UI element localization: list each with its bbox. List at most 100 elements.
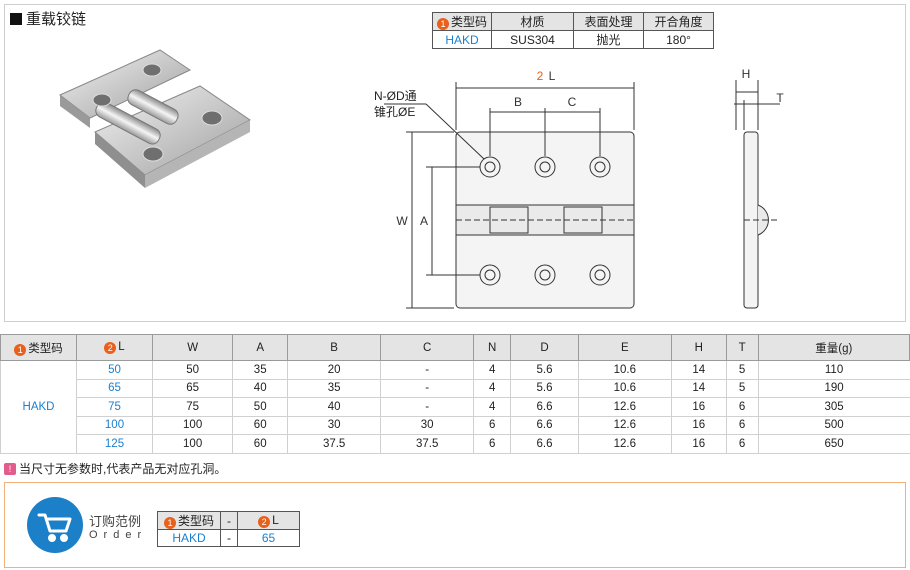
dim-cell: 4 — [473, 379, 511, 398]
svg-text:锥孔ØE: 锥孔ØE — [374, 105, 415, 119]
spec-type-value: HAKD — [431, 30, 493, 49]
hinge-product-image — [59, 49, 251, 188]
dim-cell: 60 — [232, 434, 288, 454]
dim-cell: 6 — [725, 434, 759, 454]
dim-cell: - — [380, 397, 474, 417]
order-sep-value: - — [220, 529, 239, 547]
spec-header-material: 材质 — [491, 12, 575, 31]
dim-header-H: H — [670, 334, 727, 361]
dim-header-C: C — [380, 334, 475, 361]
dim-header-N: N — [473, 334, 512, 361]
dim-cell: 75 — [76, 397, 153, 417]
svg-text:2: 2 — [537, 69, 544, 83]
dim-cell: 16 — [670, 434, 727, 454]
order-L-value: 65 — [237, 529, 301, 547]
dim-header-weight: 重量(g) — [757, 334, 910, 361]
technical-drawing: 2 L B C W A H T N-ØD通 锥孔ØE — [374, 67, 784, 309]
dim-cell: 50 — [76, 360, 153, 380]
dim-cell: 5.6 — [510, 379, 579, 398]
dim-cell: 100 — [151, 434, 233, 454]
dim-cell: 6.6 — [510, 397, 579, 417]
dim-cell: 650 — [757, 434, 910, 454]
dim-cell: 5 — [725, 360, 759, 380]
dim-cell: 12.6 — [577, 397, 672, 417]
dim-header-E: E — [577, 334, 672, 361]
dim-header-B: B — [287, 334, 382, 361]
dim-cell: 35 — [287, 379, 381, 398]
svg-text:L: L — [549, 69, 556, 83]
product-frame — [4, 4, 906, 322]
dim-cell: 65 — [151, 379, 233, 398]
dim-header-T: T — [725, 334, 759, 361]
svg-text:A: A — [420, 214, 428, 228]
spec-angle-value: 180° — [643, 30, 715, 49]
spec-surface-value: 抛光 — [573, 30, 645, 49]
dim-cell: 37.5 — [380, 434, 474, 454]
dim-cell: 50 — [232, 397, 288, 417]
dim-cell: 75 — [151, 397, 233, 417]
dim-cell: - — [380, 360, 474, 380]
dim-cell: 14 — [670, 379, 727, 398]
dim-cell: 4 — [473, 397, 511, 417]
note: ! 当尺寸无参数时,代表产品无对应孔洞。 — [4, 460, 226, 477]
order-header-sep: - — [220, 511, 239, 530]
dim-cell: 40 — [287, 397, 381, 417]
dim-cell: 6 — [473, 434, 511, 454]
spec-header-surface: 表面处理 — [573, 12, 645, 31]
dim-cell: 305 — [757, 397, 910, 417]
dim-type-code: HAKD — [0, 360, 77, 454]
svg-text:C: C — [568, 95, 577, 109]
svg-text:W: W — [396, 214, 408, 228]
dim-cell: 10.6 — [577, 360, 672, 380]
dim-cell: 6 — [725, 397, 759, 417]
dim-cell: 20 — [287, 360, 381, 380]
dim-cell: 5 — [725, 379, 759, 398]
dim-cell: 37.5 — [287, 434, 381, 454]
dim-cell: 500 — [757, 416, 910, 435]
dim-cell: 6.6 — [510, 434, 579, 454]
dim-cell: 6 — [473, 416, 511, 435]
dim-cell: 60 — [232, 416, 288, 435]
dim-cell: 10.6 — [577, 379, 672, 398]
note-icon: ! — [4, 462, 16, 475]
spec-material-value: SUS304 — [491, 30, 575, 49]
svg-text:T: T — [776, 91, 784, 105]
dim-cell: 12.6 — [577, 434, 672, 454]
page-title: 重载铰链 — [10, 8, 86, 29]
dim-cell: 30 — [380, 416, 474, 435]
dim-header-W: W — [151, 334, 234, 361]
title-square-icon — [10, 12, 22, 25]
spec-header-angle: 开合角度 — [643, 12, 715, 31]
dim-cell: 6.6 — [510, 416, 579, 435]
dim-cell: 12.6 — [577, 416, 672, 435]
dim-cell: 190 — [757, 379, 910, 398]
dim-cell: 40 — [232, 379, 288, 398]
dim-cell: 30 — [287, 416, 381, 435]
dim-header-A: A — [232, 334, 289, 361]
dim-cell: 65 — [76, 379, 153, 398]
dim-cell: - — [380, 379, 474, 398]
order-label-en: Order — [89, 529, 148, 541]
order-type-value: HAKD — [156, 529, 222, 547]
dim-cell: 50 — [151, 360, 233, 380]
dim-cell: 125 — [76, 434, 153, 454]
dim-cell: 35 — [232, 360, 288, 380]
dim-cell: 5.6 — [510, 360, 579, 380]
dim-cell: 100 — [76, 416, 153, 435]
dim-cell: 6 — [725, 416, 759, 435]
dim-cell: 4 — [473, 360, 511, 380]
order-label: 订购范例 — [89, 514, 142, 529]
dim-cell: 110 — [757, 360, 910, 380]
dim-cell: 16 — [670, 397, 727, 417]
